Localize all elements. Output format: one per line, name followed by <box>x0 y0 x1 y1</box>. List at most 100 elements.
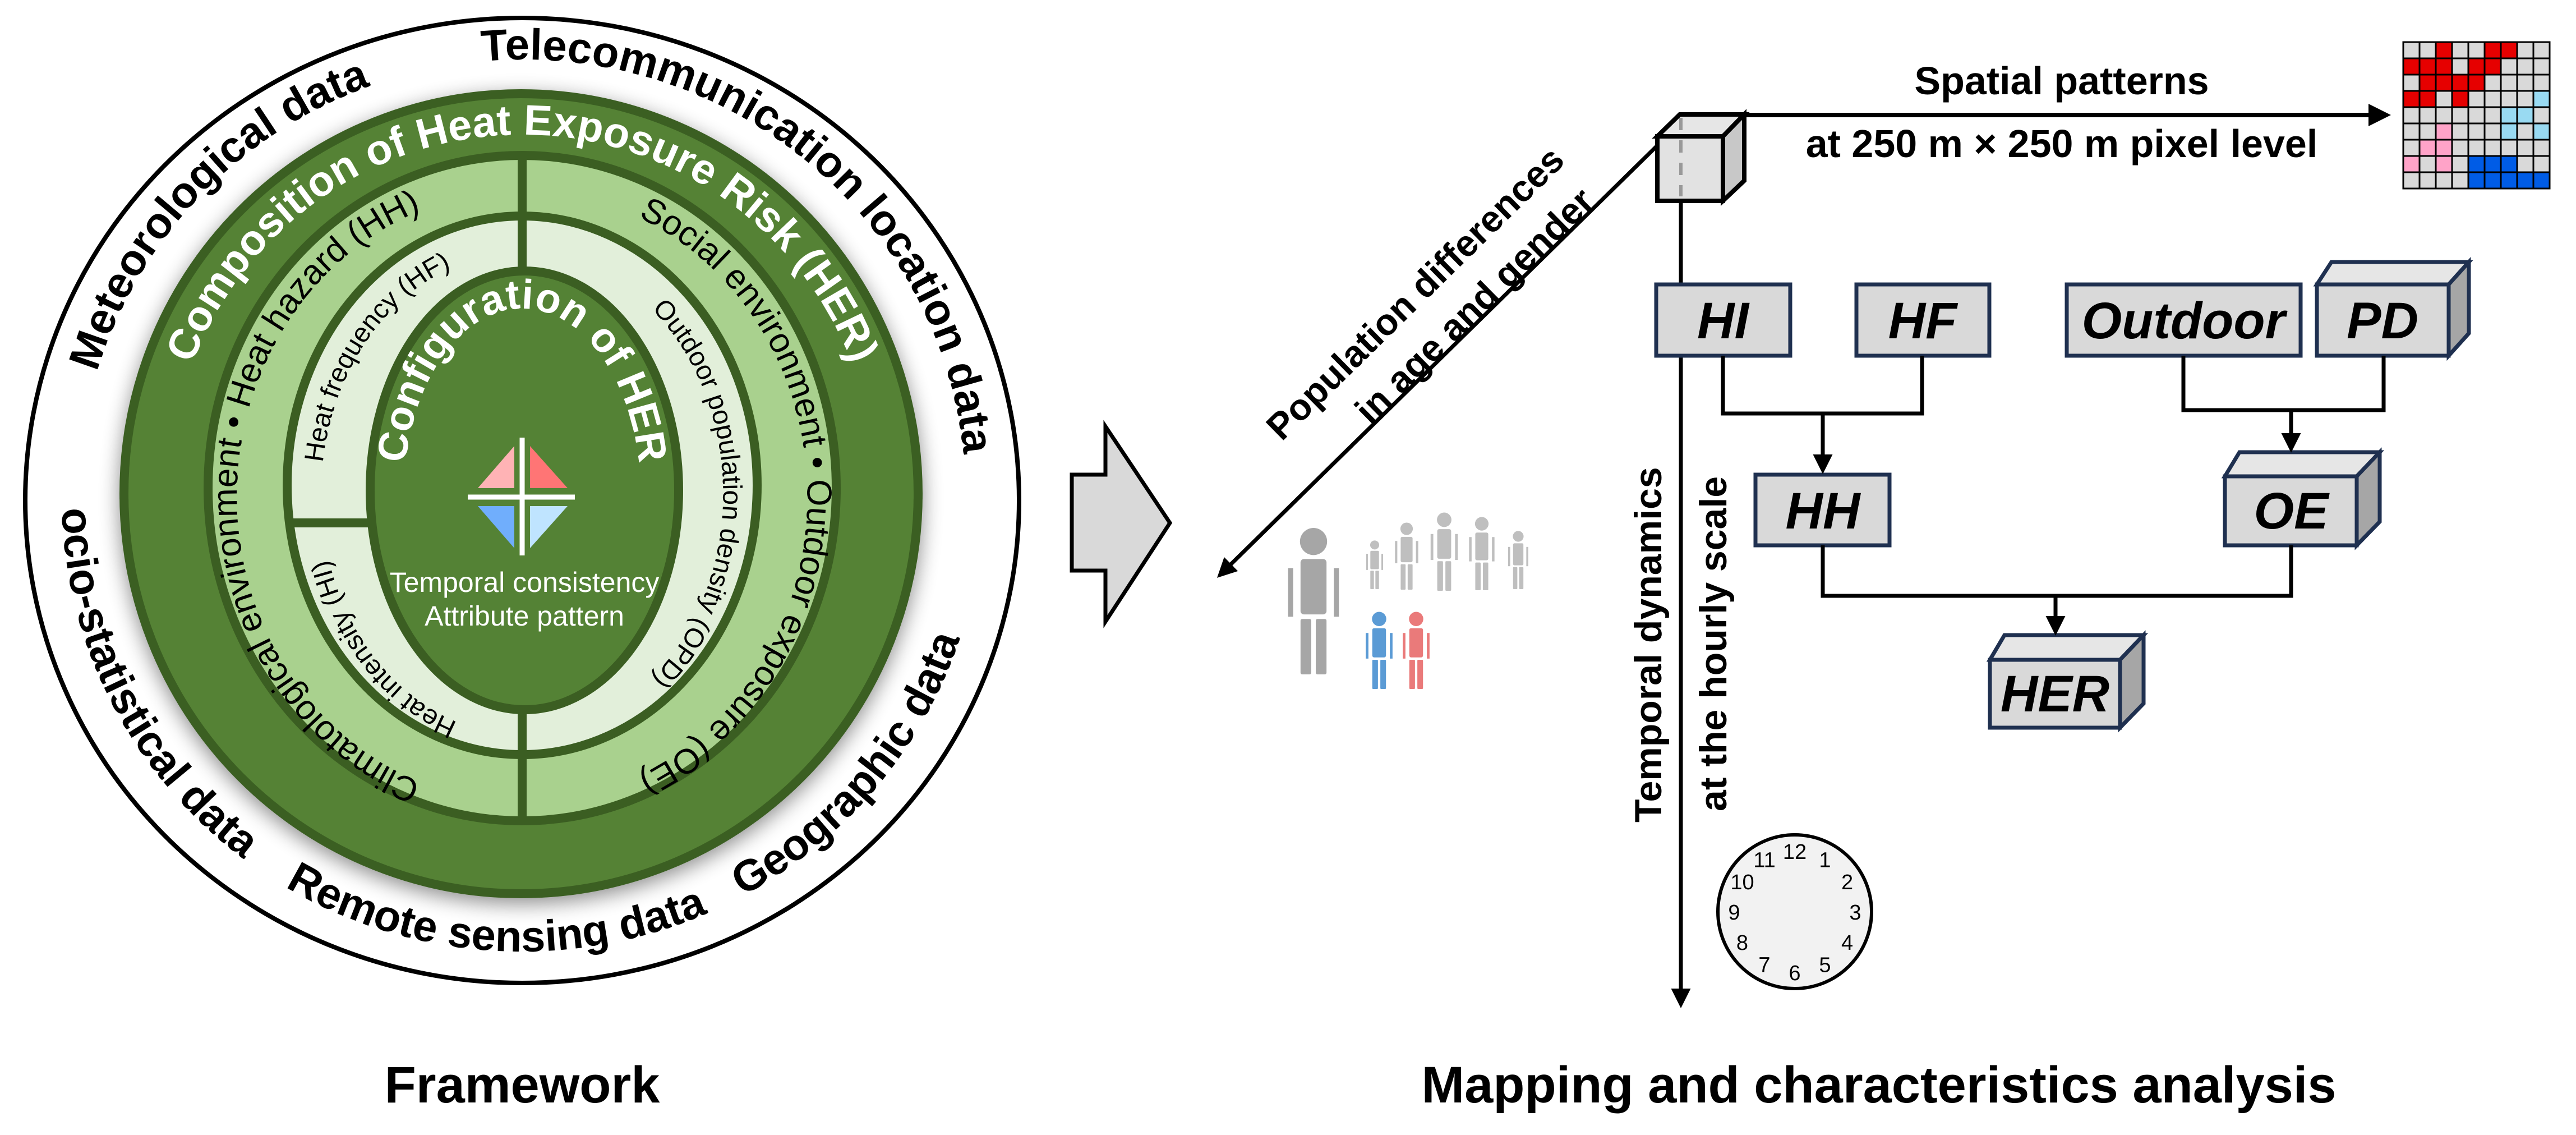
pixel-cell <box>2467 155 2486 173</box>
pixel-cell <box>2500 73 2518 92</box>
pixel-cell <box>2500 155 2518 173</box>
core-line-attribute: Attribute pattern <box>425 600 624 632</box>
pixel-cell <box>2467 41 2486 59</box>
pixel-cell <box>2402 57 2421 76</box>
clock-number: 8 <box>1736 931 1748 955</box>
pixel-cell <box>2418 57 2437 76</box>
pixel-cell <box>2483 139 2502 157</box>
person-icon <box>1430 512 1458 591</box>
pixel-cell <box>2483 90 2502 108</box>
pixel-cell <box>2435 41 2453 59</box>
node-oe: OE <box>2221 447 2385 550</box>
core-line-temporal: Temporal consistency <box>390 567 660 598</box>
clock-number: 5 <box>1819 954 1831 977</box>
mapping-diagram: Spatial patterns at 250 m × 250 m pixel … <box>1217 41 2551 1114</box>
pixel-cell <box>2451 155 2469 173</box>
pixel-cell <box>2516 171 2534 190</box>
pixel-cell <box>2451 41 2469 59</box>
pixel-grid <box>2402 41 2551 190</box>
node-hh: HH <box>1753 472 1892 548</box>
svg-text:PD: PD <box>2347 292 2418 350</box>
pixel-cell <box>2451 73 2469 92</box>
pixel-cell <box>2532 73 2551 92</box>
framework-caption: Framework <box>385 1056 661 1114</box>
framework-diagram: Meteorological data Telecommunication lo… <box>0 0 1021 1114</box>
svg-text:HF: HF <box>1888 292 1959 350</box>
svg-text:Outdoor: Outdoor <box>2082 292 2288 350</box>
svg-text:HI: HI <box>1697 292 1750 350</box>
clock-number: 3 <box>1849 901 1861 925</box>
spatial-label-line2: at 250 m × 250 m pixel level <box>1806 122 2318 166</box>
pixel-cell <box>2483 155 2502 173</box>
pixel-cell <box>2516 122 2534 141</box>
pixel-cell <box>2418 106 2437 125</box>
pixel-cell <box>2500 57 2518 76</box>
female-person-icon <box>1403 612 1430 689</box>
person-icon <box>1469 517 1495 590</box>
pixel-cell <box>2483 57 2502 76</box>
flow-connectors <box>1721 356 2386 636</box>
clock-number: 11 <box>1753 848 1775 872</box>
pixel-cell <box>2418 73 2437 92</box>
pixel-cell <box>2418 122 2437 141</box>
clock-number: 7 <box>1758 954 1770 977</box>
pixel-cell <box>2516 41 2534 59</box>
pixel-cell <box>2418 90 2437 108</box>
node-her: HER <box>1986 630 2149 733</box>
pixel-cell <box>2467 106 2486 125</box>
pixel-cell <box>2500 139 2518 157</box>
pixel-cell <box>2500 90 2518 108</box>
spatial-label-line1: Spatial patterns <box>1914 59 2209 103</box>
pixel-cell <box>2435 171 2453 190</box>
pixel-cell <box>2500 106 2518 125</box>
pixel-cell <box>2532 171 2551 190</box>
svg-text:HER: HER <box>2001 665 2109 723</box>
svg-text:OE: OE <box>2254 483 2330 540</box>
pixel-cell <box>2402 139 2421 157</box>
pixel-cell <box>2402 106 2421 125</box>
pixel-cell <box>2467 90 2486 108</box>
clock-number: 1 <box>1819 848 1831 872</box>
clock-number: 4 <box>1841 931 1853 955</box>
origin-cube-icon <box>1652 109 1750 206</box>
clock-number: 6 <box>1789 962 1800 985</box>
temporal-label-line1: Temporal dynamics <box>1627 467 1670 822</box>
pixel-cell <box>2467 139 2486 157</box>
node-hi: HI <box>1654 282 1792 358</box>
pixel-cell <box>2467 171 2486 190</box>
male-person-icon <box>1366 612 1393 689</box>
pixel-cell <box>2402 41 2421 59</box>
pixel-cell <box>2402 90 2421 108</box>
pixel-cell <box>2516 73 2534 92</box>
pixel-cell <box>2402 122 2421 141</box>
pixel-cell <box>2532 122 2551 141</box>
pixel-cell <box>2483 171 2502 190</box>
pixel-cell <box>2516 139 2534 157</box>
pixel-cell <box>2483 41 2502 59</box>
clock-number: 10 <box>1730 871 1754 894</box>
population-label-line1: Population differences <box>1258 138 1572 447</box>
pixel-cell <box>2516 90 2534 108</box>
pixel-cell <box>2435 139 2453 157</box>
elderly-person-icon <box>1508 531 1528 589</box>
pixel-cell <box>2402 171 2421 190</box>
pixel-cell <box>2483 73 2502 92</box>
pixel-cell <box>2516 155 2534 173</box>
pixel-cell <box>2500 41 2518 59</box>
node-hf: HF <box>1854 282 1992 358</box>
pixel-cell <box>2435 73 2453 92</box>
pixel-cell <box>2402 155 2421 173</box>
mapping-caption: Mapping and characteristics analysis <box>1421 1056 2336 1114</box>
clock-number: 12 <box>1783 840 1807 864</box>
node-pd: PD <box>2313 256 2473 361</box>
pixel-cell <box>2435 57 2453 76</box>
person-icon <box>1395 522 1418 590</box>
pixel-cell <box>2532 57 2551 76</box>
pixel-cell <box>2532 155 2551 173</box>
population-figures <box>1288 512 1528 689</box>
pixel-cell <box>2532 90 2551 108</box>
child-person-icon <box>1366 540 1384 589</box>
pixel-cell <box>2483 106 2502 125</box>
